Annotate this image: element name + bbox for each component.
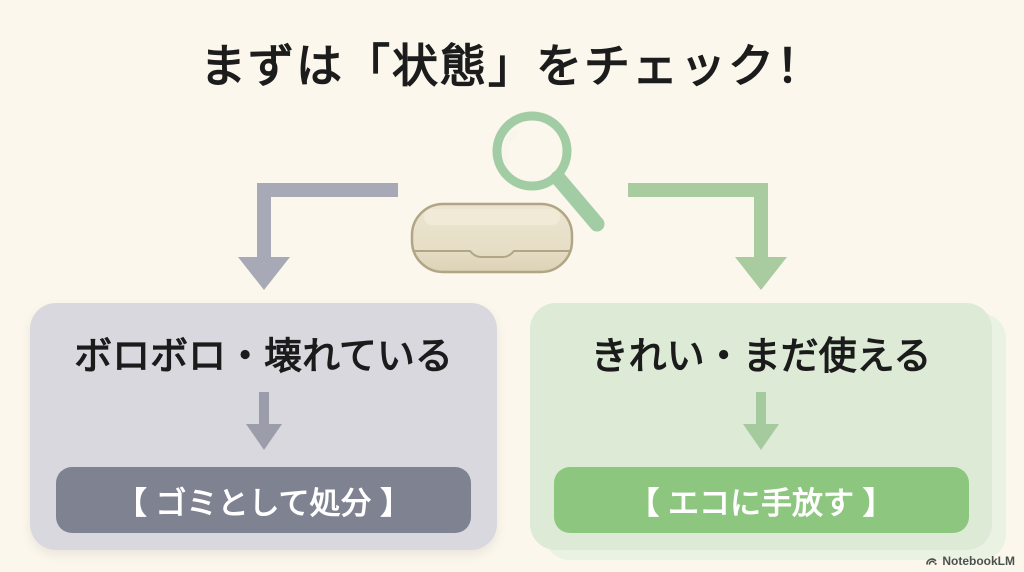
left-down-arrow-icon [245,392,282,450]
magnifier-icon [492,111,605,232]
left-branch-card: ボロボロ・壊れている 【 ゴミとして処分 】 [30,303,497,550]
right-branch-arrow-icon [628,183,787,290]
page-title: まずは「状態」をチェック！ [200,40,824,92]
right-action-badge: 【 エコに手放す 】 [553,467,969,533]
pencil-case-illustration [410,202,574,274]
right-branch-card: きれい・まだ使える 【 エコに手放す 】 [530,303,992,550]
notebooklm-logo-icon [926,557,938,565]
watermark-label: NotebookLM [942,554,1015,568]
right-condition-label: きれい・まだ使える [590,336,932,378]
right-down-arrow-icon [743,392,779,450]
left-branch-arrow-icon [238,183,787,290]
watermark: NotebookLM [925,554,1015,568]
left-action-badge: 【 ゴミとして処分 】 [56,467,471,533]
left-condition-label: ボロボロ・壊れている [74,336,453,378]
